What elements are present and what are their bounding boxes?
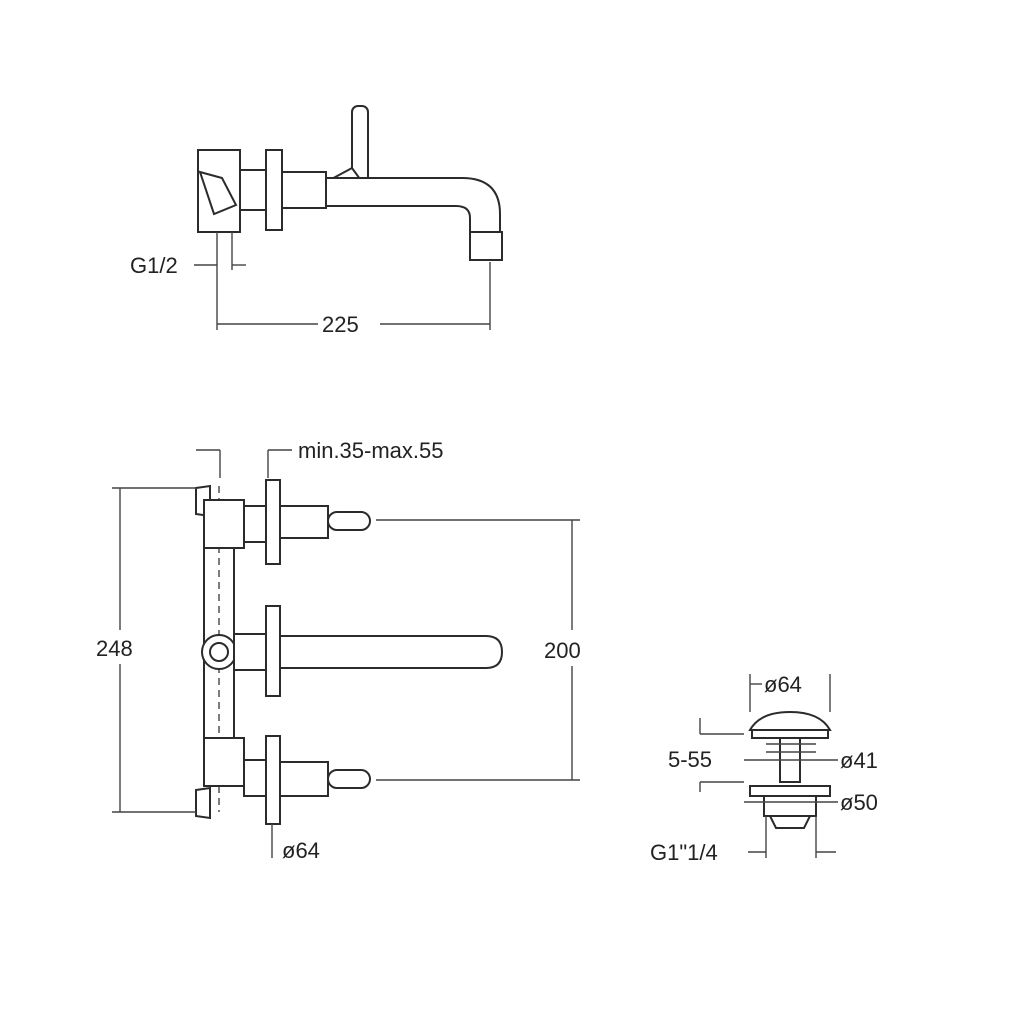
middle-connector [233, 633, 269, 671]
upper-valve-body [203, 499, 245, 549]
rosette-dia-label: ø64 [282, 838, 320, 863]
middle-diverter-inner [209, 642, 229, 662]
height-centers-label: 200 [544, 638, 581, 663]
waste-tail [768, 815, 812, 829]
lower-handle [327, 769, 371, 789]
middle-spout [279, 635, 504, 669]
height-total-label: 248 [96, 636, 133, 661]
top-spout-outlet [469, 231, 503, 261]
top-valve-handle [198, 170, 238, 216]
lower-valve-connector [243, 759, 269, 797]
depth-range-label: min.35-max.55 [298, 438, 444, 463]
waste-body [763, 795, 817, 817]
top-connector [239, 169, 269, 211]
middle-rosette [265, 605, 281, 697]
top-view: G1/2 225 [130, 105, 503, 337]
top-rosette [265, 149, 283, 231]
upper-valve-connector [243, 505, 269, 543]
front-plate-bottom [195, 786, 211, 820]
lower-valve-body [203, 737, 245, 787]
top-thread-label: G1/2 [130, 253, 178, 278]
waste-valve: ø64 5-55 ø41 ø50 G1"1/4 [650, 672, 878, 865]
upper-rosette [265, 479, 281, 565]
lower-stem [279, 761, 329, 797]
upper-handle [327, 511, 371, 531]
upper-stem [279, 505, 329, 539]
top-width-label: 225 [322, 312, 359, 337]
waste-adjust-label: 5-55 [668, 747, 712, 772]
waste-cap-rim [751, 729, 829, 739]
front-view: min.35-max.55 248 [96, 438, 581, 863]
waste-mid-dia-label: ø41 [840, 748, 878, 773]
waste-flange [749, 785, 831, 797]
waste-top-dia-label: ø64 [764, 672, 802, 697]
waste-flange-dia-label: ø50 [840, 790, 878, 815]
waste-cap [748, 710, 832, 731]
top-stem [281, 171, 327, 209]
waste-thread-label: G1"1/4 [650, 840, 718, 865]
lower-rosette [265, 735, 281, 825]
